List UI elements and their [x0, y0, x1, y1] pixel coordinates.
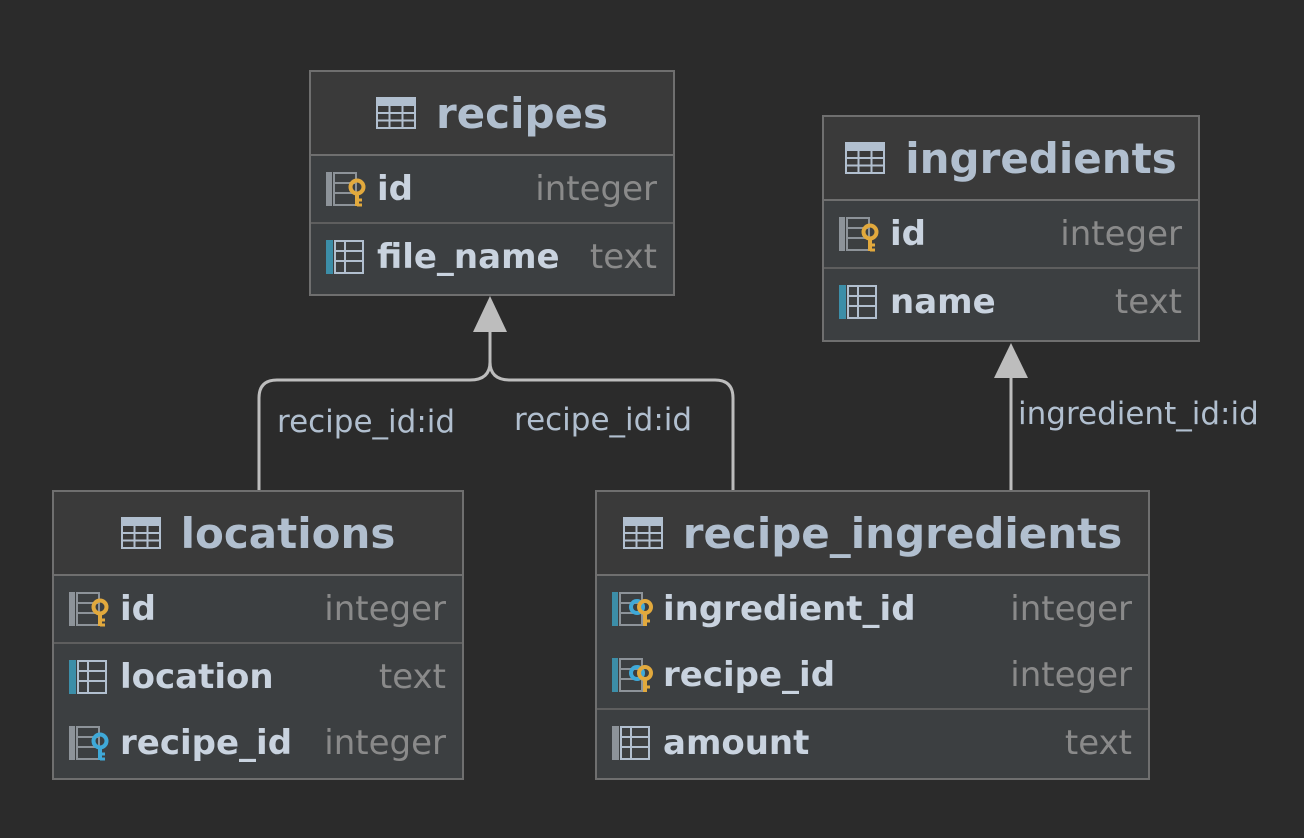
column-icon [612, 726, 650, 760]
column-row[interactable]: file_name text [325, 224, 657, 290]
column-row[interactable]: id integer [838, 201, 1182, 267]
column-name: location [120, 657, 274, 697]
entity-header[interactable]: ingredients [824, 117, 1198, 201]
column-section-fields: amount text [597, 710, 1148, 776]
relation-line-locations-recipes[interactable] [257, 330, 492, 490]
primary-key-icon [326, 172, 366, 207]
table-icon [375, 97, 416, 129]
entity-title: locations [180, 508, 396, 558]
relation-line-recipe-ingredients-recipes[interactable] [488, 361, 735, 490]
column-type: integer [1010, 589, 1132, 629]
column-type: integer [535, 169, 657, 209]
column-name: amount [663, 723, 810, 763]
relation-label-recipe-ingredients-ingredients: ingredient_id:id [1018, 396, 1259, 432]
arrowhead-recipes [473, 296, 507, 332]
column-row[interactable]: id integer [325, 156, 657, 222]
entity-title: recipe_ingredients [682, 508, 1123, 558]
column-type: integer [324, 589, 446, 629]
relation-label-recipe-ingredients-recipes: recipe_id:id [514, 402, 693, 438]
column-section-fields: file_name text [311, 224, 673, 290]
column-row[interactable]: location text [68, 644, 446, 710]
column-row[interactable]: ingredient_id integer [611, 576, 1132, 642]
entity-header[interactable]: locations [54, 492, 462, 576]
primary-key-icon [69, 592, 109, 627]
column-section-fields: location text recipe_id integer [54, 644, 462, 776]
column-type: integer [1010, 655, 1132, 695]
table-icon [120, 517, 161, 549]
entity-header[interactable]: recipes [311, 72, 673, 156]
column-row[interactable]: recipe_id integer [611, 642, 1132, 708]
primary-foreign-key-icon [612, 658, 653, 692]
table-icon [845, 142, 886, 174]
table-icon [622, 517, 663, 549]
entity-locations[interactable]: locations id integer [52, 490, 464, 780]
column-section-keys: id integer [824, 201, 1198, 269]
column-icon [326, 240, 364, 274]
column-name: id [120, 589, 156, 629]
column-name: recipe_id [663, 655, 836, 695]
column-section-keys: id integer [311, 156, 673, 224]
column-section-keys: ingredient_id integer recipe_id integer [597, 576, 1148, 710]
column-type: integer [1060, 214, 1182, 254]
column-row[interactable]: id integer [68, 576, 446, 642]
column-type: text [1064, 723, 1132, 763]
column-name: id [377, 169, 413, 209]
relation-label-locations-recipes: recipe_id:id [277, 404, 456, 440]
column-icon [839, 285, 877, 319]
column-icon [69, 660, 107, 694]
column-row[interactable]: amount text [611, 710, 1132, 776]
entity-title: recipes [435, 88, 609, 138]
column-type: text [1114, 282, 1182, 322]
foreign-key-icon [69, 726, 109, 761]
entity-header[interactable]: recipe_ingredients [597, 492, 1148, 576]
column-section-fields: name text [824, 269, 1198, 335]
column-section-keys: id integer [54, 576, 462, 644]
column-type: text [589, 237, 657, 277]
column-row[interactable]: recipe_id integer [68, 710, 446, 776]
entity-recipe-ingredients[interactable]: recipe_ingredients ingredient_id integer [595, 490, 1150, 780]
column-name: name [890, 282, 996, 322]
column-name: id [890, 214, 926, 254]
arrowhead-ingredients [994, 343, 1028, 378]
column-type: text [378, 657, 446, 697]
entity-ingredients[interactable]: ingredients id integer [822, 115, 1200, 342]
column-name: ingredient_id [663, 589, 916, 629]
entity-title: ingredients [905, 133, 1177, 183]
column-name: file_name [377, 237, 560, 277]
column-name: recipe_id [120, 723, 293, 763]
entity-recipes[interactable]: recipes id integer [309, 70, 675, 296]
column-type: integer [324, 723, 446, 763]
primary-foreign-key-icon [612, 592, 653, 626]
primary-key-icon [839, 217, 879, 252]
column-row[interactable]: name text [838, 269, 1182, 335]
